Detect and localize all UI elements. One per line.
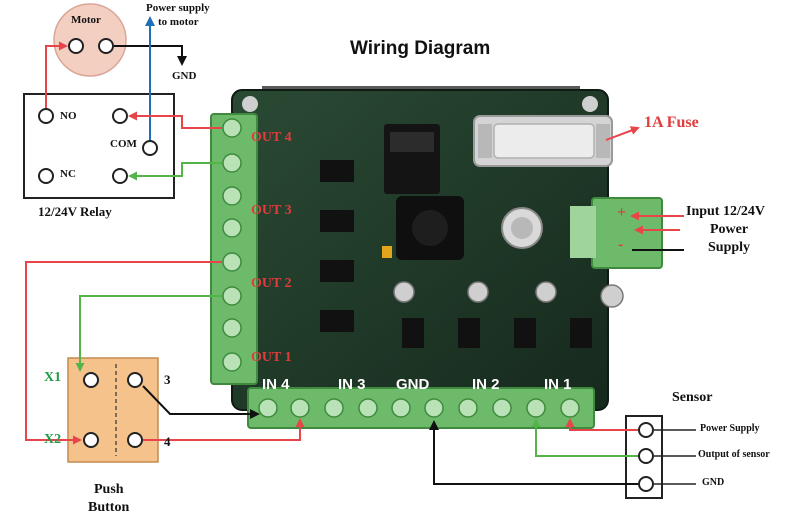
input-power-line3: Supply bbox=[708, 240, 751, 255]
push-button-x2-label: X2 bbox=[44, 432, 62, 447]
wire-fuse bbox=[605, 126, 640, 141]
in-1-label: IN 1 bbox=[544, 376, 572, 393]
wire-motor-gnd bbox=[114, 45, 187, 66]
power-supply-label-line1: Power supply bbox=[146, 2, 210, 14]
in-4-label: IN 4 bbox=[262, 376, 290, 393]
out-1-label: OUT 1 bbox=[251, 350, 292, 365]
wire-sensor-output-in1 bbox=[531, 418, 638, 457]
motor-label: Motor bbox=[71, 14, 101, 26]
minus-label: - bbox=[618, 236, 624, 253]
gnd-input-label: GND bbox=[396, 376, 430, 393]
fuse-label: 1A Fuse bbox=[644, 114, 699, 131]
input-power-line2: Power bbox=[710, 222, 749, 237]
diagram-title: Wiring Diagram bbox=[350, 38, 491, 59]
wire-out-relay-nc bbox=[128, 162, 222, 181]
relay bbox=[23, 93, 175, 199]
board-components bbox=[320, 124, 624, 348]
sensor-gnd-label: GND bbox=[702, 477, 725, 488]
wire-terminal-x1 bbox=[75, 295, 222, 372]
wire-pin4-in4 bbox=[143, 418, 305, 441]
input-terminal-block bbox=[247, 387, 595, 429]
sensor-power-supply-label: Power Supply bbox=[700, 423, 760, 434]
out-4-label: OUT 4 bbox=[251, 130, 292, 145]
input-power-line1: Input 12/24V bbox=[686, 204, 765, 219]
motor bbox=[53, 3, 127, 77]
output-terminal-block bbox=[210, 113, 258, 385]
sensor-title: Sensor bbox=[672, 390, 713, 405]
push-button bbox=[67, 357, 159, 463]
gnd-label: GND bbox=[172, 70, 197, 82]
wire-sensor-power bbox=[565, 418, 638, 431]
plus-label: + bbox=[617, 204, 627, 221]
power-supply-label-line2: to motor bbox=[158, 16, 199, 28]
power-input-terminal bbox=[570, 197, 663, 269]
wire-out4-relay bbox=[128, 111, 222, 129]
in-3-label: IN 3 bbox=[338, 376, 366, 393]
push-button-caption-line1: Push bbox=[94, 482, 124, 497]
fuse-holder bbox=[473, 115, 613, 167]
wire-relay-no-motor bbox=[45, 41, 68, 108]
wire-sensor-gnd bbox=[429, 420, 638, 485]
relay-no-label: NO bbox=[60, 110, 77, 122]
push-button-pin4-label: 4 bbox=[164, 434, 171, 449]
out-3-label: OUT 3 bbox=[251, 203, 292, 218]
relay-com-label: COM bbox=[110, 138, 137, 150]
push-button-pin3-label: 3 bbox=[164, 372, 171, 387]
relay-caption: 12/24V Relay bbox=[38, 204, 112, 219]
wires bbox=[25, 16, 684, 485]
push-button-x1-label: X1 bbox=[44, 370, 62, 385]
out-2-label: OUT 2 bbox=[251, 276, 292, 291]
wire-terminal-x2 bbox=[25, 261, 222, 445]
wire-pin3-in4 bbox=[142, 385, 260, 419]
push-button-caption-line2: Button bbox=[88, 500, 130, 515]
in-2-label: IN 2 bbox=[472, 376, 500, 393]
sensor-output-label: Output of sensor bbox=[698, 449, 770, 460]
relay-nc-label: NC bbox=[60, 168, 76, 180]
